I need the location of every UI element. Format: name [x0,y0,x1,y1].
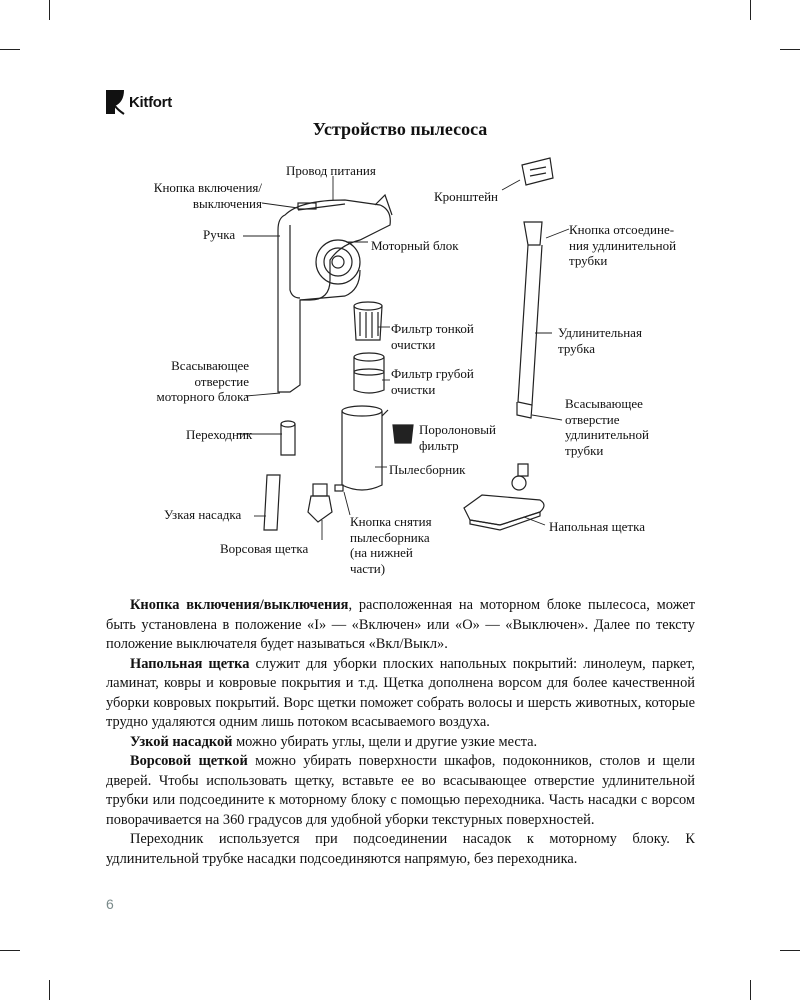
adapter-illustration [280,420,296,456]
paragraph: Напольная щетка служит для уборки плоски… [106,655,695,731]
paragraph: Переходник используется при подсоединени… [106,831,695,867]
label-adapter: Переходник [186,427,253,442]
foam-filter-illustration [392,424,414,444]
label-power-button: Кнопка включения/ выключения [153,180,262,211]
paragraph: Ворсовой щеткой можно убирать поверхност… [106,753,695,828]
brand-name: Kitfort [129,93,172,111]
label-coarse-filter: Фильтр грубой очистки [391,366,474,397]
label-power-cord: Провод питания [286,163,376,178]
crop-mark [49,0,50,20]
label-motor-unit: Моторный блок [371,238,459,253]
floor-brush-illustration [463,463,545,531]
crop-mark [750,980,751,1000]
page-number: 6 [106,896,114,912]
label-dust-container: Пылесборник [389,462,466,477]
paragraph: Кнопка включения/выключения, расположенн… [106,597,695,652]
label-foam-filter: Поролоновый фильтр [419,422,496,453]
label-handle: Ручка [203,227,236,242]
vacuum-body-illustration [277,193,393,393]
crevice-nozzle-illustration [263,474,281,531]
crop-mark [780,49,800,50]
label-extension-tube: Удлинительная трубка [558,325,642,356]
label-tube-inlet: Всасывающее отверстие удлинительной труб… [565,396,649,458]
page-title: Устройство пылесоса [312,119,488,139]
crop-mark [780,950,800,951]
crop-mark [49,980,50,1000]
brand-logo: Kitfort [104,88,172,116]
kitfort-logo-icon [106,90,125,115]
bracket-illustration [521,157,554,186]
crop-mark [0,950,20,951]
label-crevice-nozzle: Узкая насадка [164,507,242,522]
label-dust-release: Кнопка снятия пылесборника (на нижней ча… [350,514,432,576]
crop-mark [0,49,20,50]
label-release-button: Кнопка отсоедине- ния удлинительной труб… [569,222,677,268]
description-text: Кнопка включения/выключения, расположенн… [106,596,695,869]
bristle-brush-illustration [307,483,333,523]
crop-mark [750,0,751,20]
extension-tube-illustration [516,221,543,419]
label-motor-inlet: Всасывающее отверстие моторного блока [156,358,249,404]
fine-filter-illustration [353,301,383,341]
coarse-filter-illustration [353,352,385,394]
paragraph: Узкой насадкой можно убирать углы, щели … [130,733,538,750]
dust-container-illustration [334,405,389,492]
label-floor-brush: Напольная щетка [549,519,645,534]
label-bristle-brush: Ворсовая щетка [220,541,309,556]
label-bracket: Кронштейн [434,189,499,204]
vacuum-diagram [238,157,570,540]
label-fine-filter: Фильтр тонкой очистки [391,321,474,352]
